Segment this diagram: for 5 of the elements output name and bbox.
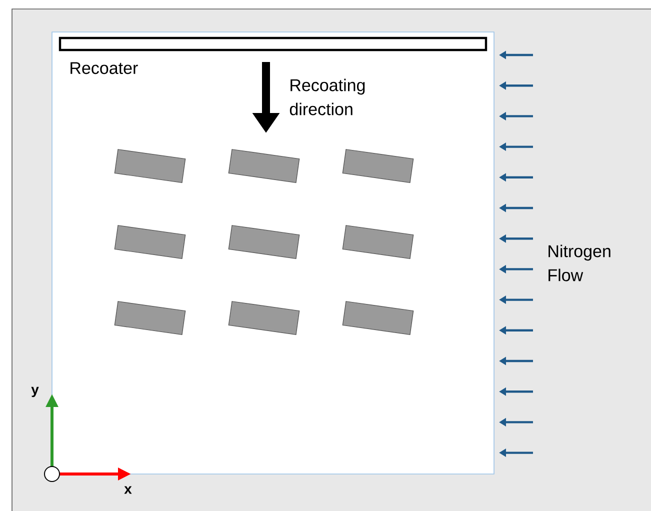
recoater-label: Recoater <box>70 62 138 74</box>
axis-label: y <box>31 386 39 398</box>
direction-label: Recoating direction <box>290 78 365 116</box>
flow-label: Nitrogen Flow <box>548 244 610 282</box>
axis-label: x <box>124 486 132 494</box>
